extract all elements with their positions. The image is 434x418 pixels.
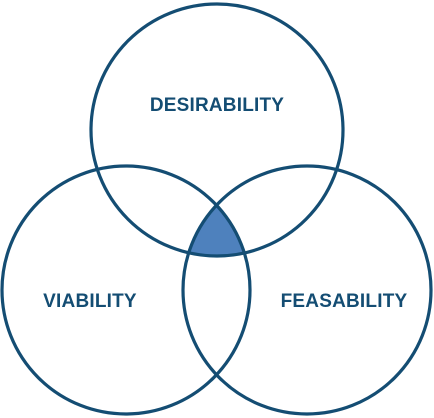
circle-feasability: [181, 164, 433, 416]
circle-desirability: [89, 2, 345, 258]
label-feasability: FEASABILITY: [281, 291, 408, 312]
circle-viability: [0, 164, 252, 416]
center-intersection-highlight: [188, 205, 245, 257]
label-desirability: DESIRABILITY: [150, 95, 284, 116]
label-viability: VIABILITY: [43, 291, 137, 312]
